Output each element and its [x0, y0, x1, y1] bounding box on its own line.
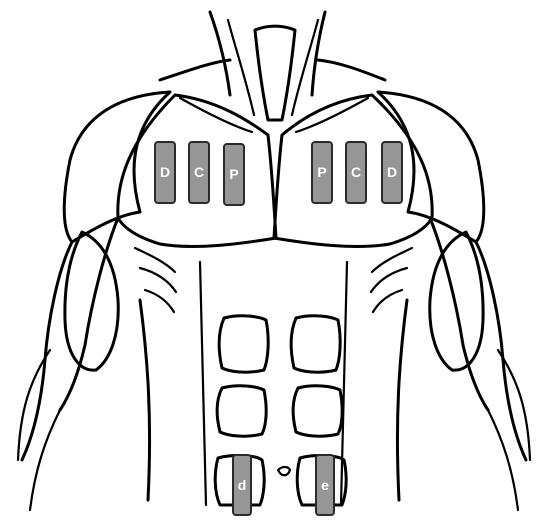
- electrode-abdomen-d-label: d: [238, 477, 247, 493]
- electrode-group-right-chest: P C D: [312, 142, 402, 203]
- electrode-left-c-label: C: [194, 164, 204, 180]
- electrode-right-p-label: P: [317, 164, 326, 180]
- electrode-right-d: D: [382, 142, 402, 203]
- electrode-right-c-label: C: [351, 164, 361, 180]
- electrode-abdomen-d: d: [233, 455, 251, 515]
- electrode-right-d-label: D: [387, 164, 397, 180]
- neck-outline: [160, 12, 385, 120]
- electrode-abdomen-e-label: e: [321, 477, 329, 493]
- electrode-right-c: C: [346, 142, 366, 203]
- electrode-right-p: P: [312, 142, 332, 203]
- electrode-left-p: P: [224, 144, 244, 205]
- electrode-group-abdomen: d e: [233, 455, 334, 515]
- torso-outline: [140, 262, 407, 505]
- serratus-outline: [135, 248, 412, 312]
- electrode-left-p-label: P: [229, 166, 238, 182]
- electrode-left-c: C: [189, 142, 209, 203]
- arm-outline: [18, 218, 530, 510]
- electrode-left-d-label: D: [160, 164, 170, 180]
- electrode-group-left-chest: D C P: [155, 142, 244, 205]
- electrode-abdomen-e: e: [316, 455, 334, 515]
- electrode-left-d: D: [155, 142, 175, 203]
